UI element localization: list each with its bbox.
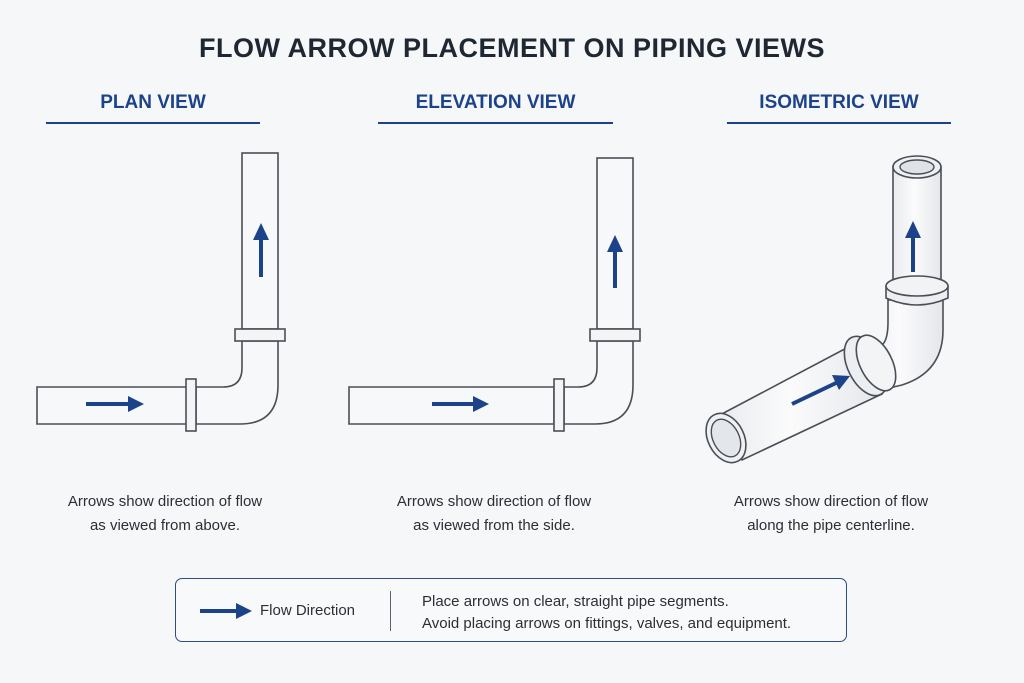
legend-notes: Place arrows on clear, straight pipe seg… [422, 591, 791, 635]
plan-flow-arrow-vertical [253, 223, 269, 277]
elevation-flange-horizontal [553, 378, 565, 432]
legend-divider [390, 591, 391, 631]
plan-view-rule [46, 122, 260, 124]
elevation-view-caption: Arrows show direction of flow as viewed … [369, 490, 619, 538]
plan-view-caption: Arrows show direction of flow as viewed … [40, 490, 290, 538]
plan-flow-arrow-horizontal [86, 396, 144, 412]
legend-label: Flow Direction [260, 602, 356, 619]
isometric-view-pipe [705, 155, 949, 464]
isometric-caption-line-2: along the pipe centerline. [747, 517, 915, 534]
elevation-view-pipe [348, 157, 641, 432]
isometric-flow-arrow-horizontal [791, 375, 850, 406]
isometric-flow-arrow-vertical [905, 221, 921, 272]
plan-flange-horizontal [185, 378, 197, 432]
plan-view-pipe [36, 152, 286, 432]
plan-flange-vertical [234, 328, 286, 342]
elevation-caption-line-2: as viewed from the side. [413, 517, 575, 534]
isometric-caption-line-1: Arrows show direction of flow [733, 493, 929, 510]
isometric-view-rule [727, 122, 951, 124]
diagram-title: FLOW ARROW PLACEMENT ON PIPING VIEWS [199, 33, 825, 63]
elevation-flange-vertical [589, 328, 641, 342]
plan-view-heading: PLAN VIEW [100, 92, 206, 113]
elevation-view-heading: ELEVATION VIEW [415, 92, 576, 113]
plan-caption-line-2: as viewed from above. [89, 517, 241, 534]
legend-box: Flow Direction Place arrows on clear, st… [175, 578, 847, 642]
elevation-view-rule [378, 122, 613, 124]
legend-note-1: Place arrows on clear, straight pipe seg… [422, 593, 729, 610]
legend-note-2: Avoid placing arrows on fittings, valves… [422, 615, 792, 632]
isometric-view-heading: ISOMETRIC VIEW [759, 92, 919, 113]
plan-caption-line-1: Arrows show direction of flow [67, 493, 263, 510]
flow-direction-arrow-icon [200, 603, 252, 619]
elevation-flow-arrow-horizontal [432, 396, 489, 412]
elevation-flow-arrow-vertical [607, 235, 623, 288]
isometric-view-caption: Arrows show direction of flow along the … [706, 490, 956, 538]
elevation-caption-line-1: Arrows show direction of flow [396, 493, 592, 510]
